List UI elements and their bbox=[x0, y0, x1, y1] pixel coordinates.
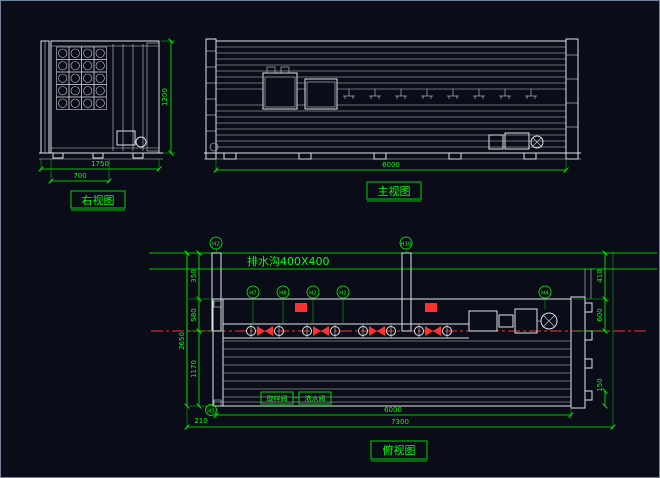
right-view: 1750 700 1200 右视图 bbox=[38, 38, 175, 211]
top-view-dimensions: 6000 7300 210 350 580 1170 2650 410 bbox=[178, 250, 616, 430]
balloon-pump: H4 bbox=[538, 285, 552, 309]
valve-tag-label: 浓水阀 bbox=[305, 394, 326, 403]
balloon-riser-left: H2 bbox=[209, 236, 223, 250]
balloon-label: H10 bbox=[400, 242, 412, 248]
right-view-frame bbox=[112, 42, 160, 152]
control-panel-2 bbox=[304, 78, 338, 110]
valve-icon bbox=[313, 326, 329, 336]
valve-tag-label: 取样阀 bbox=[267, 394, 288, 403]
dim-right-bottom: 150 bbox=[596, 378, 604, 391]
dim-right-stack: 700 bbox=[73, 172, 86, 180]
dim-left-top: 350 bbox=[190, 269, 198, 282]
control-panel-1 bbox=[262, 66, 298, 110]
view-label-top: 俯视图 bbox=[370, 440, 428, 462]
dim-right-mid: 600 bbox=[596, 308, 604, 321]
balloon-v2: H8 bbox=[276, 285, 290, 323]
right-view-pump bbox=[116, 130, 147, 148]
actuator-icon bbox=[425, 303, 437, 312]
vessel-rows-top bbox=[223, 340, 571, 398]
support-brackets bbox=[342, 88, 538, 100]
dim-left-rack: 2650 bbox=[178, 332, 186, 350]
balloon-v4: H1 bbox=[336, 285, 350, 323]
balloon-label: H2 bbox=[212, 242, 220, 248]
dim-right-top: 410 bbox=[596, 269, 604, 282]
drain-riser-left bbox=[211, 249, 222, 332]
top-view-pump bbox=[468, 308, 558, 334]
vessel-lines-lower bbox=[216, 104, 566, 148]
top-view-title: 俯视图 bbox=[383, 443, 416, 457]
balloon-label: H1 bbox=[339, 291, 347, 297]
dim-right-height: 1200 bbox=[161, 88, 169, 106]
valve-icon bbox=[369, 326, 385, 336]
manifold-pipe bbox=[223, 303, 469, 339]
view-label-right: 右视图 bbox=[70, 190, 126, 211]
view-label-main: 主视图 bbox=[366, 181, 422, 202]
main-view: 6000 主视图 bbox=[204, 38, 581, 202]
dim-right-total: 1750 bbox=[91, 160, 109, 168]
dim-left-lower: 1170 bbox=[190, 360, 198, 378]
valve-icon bbox=[425, 326, 441, 336]
balloon-corner: H3 bbox=[205, 404, 217, 416]
balloon-v3: H2 bbox=[306, 285, 320, 323]
valve-icon bbox=[257, 326, 273, 336]
right-view-title: 右视图 bbox=[82, 193, 115, 207]
dim-left-mid: 580 bbox=[190, 308, 198, 321]
right-view-dimensions: 1750 700 1200 bbox=[38, 38, 175, 184]
valve-tag-concentrate: 浓水阀 bbox=[298, 391, 332, 405]
balloon-label: H7 bbox=[249, 291, 257, 297]
membrane-end-grid bbox=[56, 46, 107, 110]
balloon-label: H8 bbox=[279, 291, 287, 297]
dim-top-length: 6000 bbox=[384, 406, 402, 414]
dim-top-total: 7300 bbox=[391, 418, 409, 426]
balloon-v1: H7 bbox=[246, 285, 260, 323]
main-view-title: 主视图 bbox=[378, 184, 411, 198]
actuator-icon bbox=[295, 303, 307, 312]
balloon-label: H4 bbox=[541, 291, 549, 297]
balloon-riser-right: H10 bbox=[399, 236, 413, 250]
balloon-label: H2 bbox=[309, 291, 317, 297]
main-view-pump bbox=[488, 132, 544, 150]
balloon-label: H3 bbox=[207, 409, 215, 415]
drain-note: 排水沟400X400 bbox=[247, 254, 330, 268]
dim-main-length: 6000 bbox=[382, 161, 400, 169]
drain-riser-right bbox=[401, 249, 412, 332]
top-view: 排水沟400X400 bbox=[149, 236, 657, 462]
dim-left-offset: 210 bbox=[194, 417, 207, 425]
main-view-dimension: 6000 bbox=[213, 159, 569, 173]
